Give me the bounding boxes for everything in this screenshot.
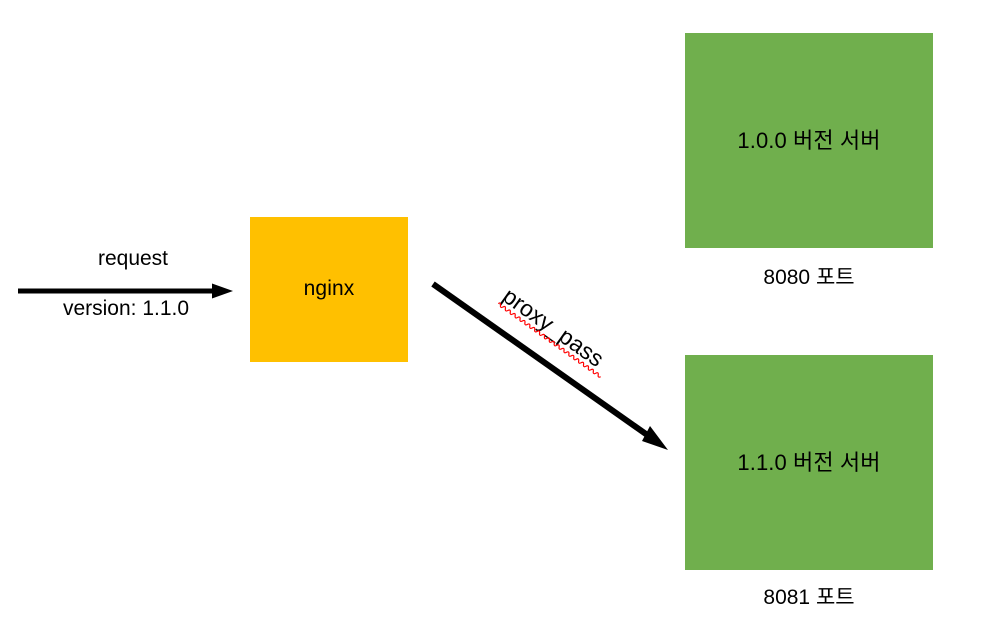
nginx-node[interactable]: nginx bbox=[250, 217, 408, 362]
server-node-8080-label: 1.0.0 버전 서버 bbox=[737, 127, 881, 153]
spellcheck-squiggle-icon bbox=[497, 302, 601, 378]
request-arrow-label-above: request bbox=[97, 247, 169, 270]
server-node-8081-label: 1.1.0 버전 서버 bbox=[737, 449, 881, 475]
proxy-pass-label-group: proxy_pass bbox=[489, 282, 618, 392]
server-node-8080[interactable]: 1.0.0 버전 서버 bbox=[685, 33, 933, 248]
port-caption-8081: 8081 포트 bbox=[763, 586, 855, 609]
server-node-8081[interactable]: 1.1.0 버전 서버 bbox=[685, 355, 933, 570]
port-caption-8080: 8080 포트 bbox=[763, 266, 855, 289]
nginx-node-label: nginx bbox=[303, 277, 355, 301]
proxy-pass-arrow-label: proxy_pass bbox=[498, 282, 609, 372]
request-arrow-label-below: version: 1.1.0 bbox=[62, 297, 190, 320]
